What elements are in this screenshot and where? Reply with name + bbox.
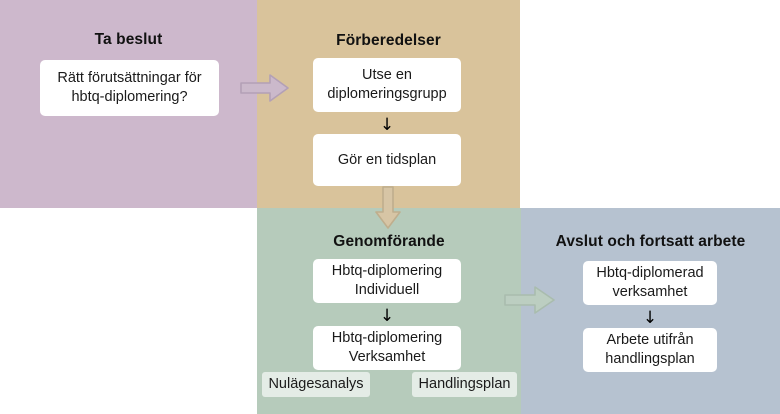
process-box-hbtq-diplomering-verksamhet[interactable]: Hbtq-diplomering Verksamhet [313, 326, 461, 370]
connector-arrow-forberedelser-to-genomforande [375, 186, 401, 229]
section-title-forberedelser: Förberedelser [336, 32, 441, 49]
tag-chip-handlingsplan[interactable]: Handlingsplan [412, 372, 517, 397]
section-panel-avslut [521, 208, 780, 414]
process-box-ratt-forutsattningar[interactable]: Rätt förutsättningar för hbtq-diplomerin… [40, 60, 219, 116]
connector-arrow-beslut-to-forberedelser [240, 74, 289, 102]
step-arrow-down-genomforande: ↓ [379, 306, 395, 326]
step-arrow-down-forberedelser: ↓ [379, 115, 395, 135]
connector-arrow-genomforande-to-avslut [504, 286, 555, 314]
process-box-arbete-utifran-handlingsplan[interactable]: Arbete utifrån handlingsplan [583, 328, 717, 372]
process-box-utse-en-diplomeringsgrupp[interactable]: Utse en diplomeringsgrupp [313, 58, 461, 112]
process-box-hbtq-diplomerad-verksamhet[interactable]: Hbtq-diplomerad verksamhet [583, 261, 717, 305]
step-arrow-down-avslut: ↓ [642, 308, 658, 328]
section-title-genomforande: Genomförande [333, 233, 445, 250]
tag-chip-nulagesanalys[interactable]: Nulägesanalys [262, 372, 370, 397]
process-box-gor-en-tidsplan[interactable]: Gör en tidsplan [313, 134, 461, 186]
section-title-ta-beslut: Ta beslut [94, 31, 163, 48]
process-box-hbtq-diplomering-individuell[interactable]: Hbtq-diplomering Individuell [313, 259, 461, 303]
section-title-avslut-och-fortsatt-arbete: Avslut och fortsatt arbete [555, 233, 746, 250]
